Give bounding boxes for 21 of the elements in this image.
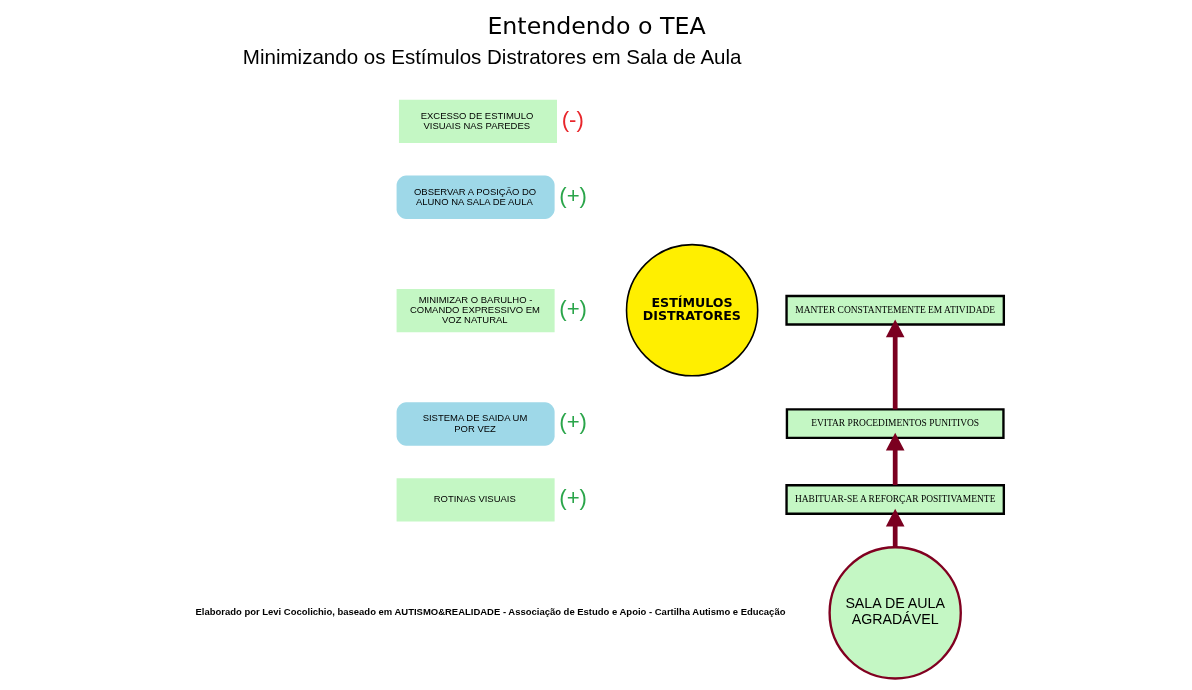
diagram-title: Entendendo o TEA bbox=[486, 11, 706, 40]
node-label: (+) bbox=[558, 296, 587, 322]
arrow bbox=[885, 432, 904, 486]
node-box: SISTEMA DE SAIDA UM POR VEZ bbox=[396, 402, 555, 446]
node-box: EXCESSO DE ESTIMULO VISUAIS NAS PAREDES bbox=[398, 99, 557, 144]
arrow bbox=[885, 508, 904, 548]
node-label: (+) bbox=[558, 409, 587, 435]
node-label: (+) bbox=[558, 182, 587, 208]
node-box: MANTER CONSTANTEMENTE EM ATIVIDADE bbox=[784, 294, 1005, 326]
node-label: (-) bbox=[561, 106, 584, 132]
node-box: OBSERVAR A POSIÇÃO DO ALUNO NA SALA DE AULA bbox=[396, 175, 555, 219]
node-box: HABITUAR-SE A REFORÇAR POSITIVAMENTE bbox=[784, 484, 1005, 515]
node-box: EVITAR PROCEDIMENTOS PUNITIVOS bbox=[785, 408, 1005, 440]
node-box: MINIMIZAR O BARULHO - COMANDO EXPRESSIVO EM VOZ NATURAL bbox=[396, 288, 555, 333]
caption: Elaborado por Levi Cocolichio, baseado em AUTISMO&REALIDADE - Associação de Estudo e Apoio - Cartilha Autismo e Educação bbox=[194, 605, 785, 617]
node-label: (+) bbox=[558, 485, 587, 511]
node-box: ROTINAS VISUAIS bbox=[396, 478, 555, 522]
label: Minimizando os Estímulos Distratores em Sala de Aula bbox=[242, 44, 742, 68]
arrow bbox=[885, 319, 904, 410]
node-circle: ESTÍMULOS DISTRATORES bbox=[625, 243, 758, 377]
node-circle: SALA DE AULA AGRADÁVEL bbox=[827, 546, 962, 680]
